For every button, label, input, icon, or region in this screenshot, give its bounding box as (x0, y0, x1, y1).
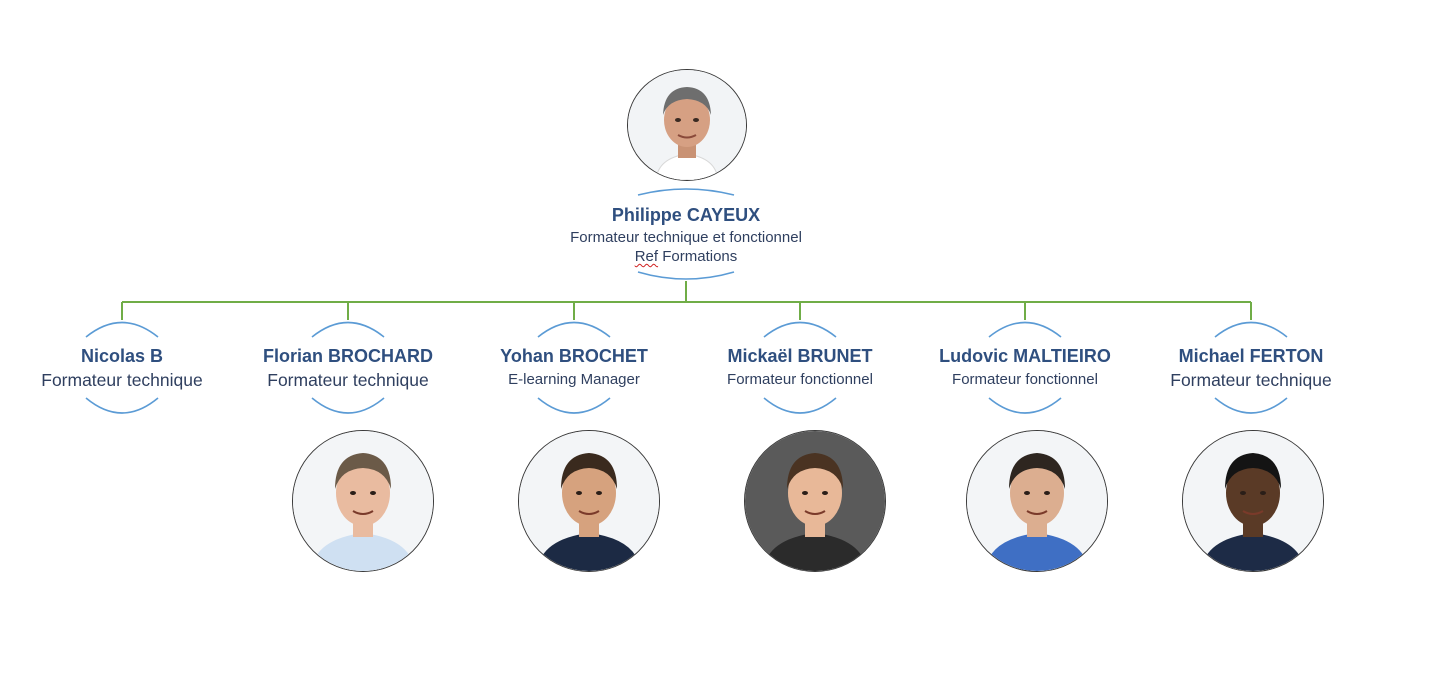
root-name: Philippe CAYEUX (611, 205, 761, 225)
organization-rest: Formations (658, 248, 738, 265)
member-label: Ludovic MALTIEIRO Formateur fonctionnel (915, 346, 1135, 388)
member-arc-top (1214, 321, 1288, 338)
member-name: Yohan BROCHET (500, 346, 648, 366)
member-label: Florian BROCHARD Formateur technique (238, 346, 458, 391)
member-arc-top (311, 321, 385, 338)
connector-lines (121, 281, 1252, 320)
member-arc-top (537, 321, 611, 338)
root-role: Formateur technique et fonctionnel (570, 229, 802, 246)
member-arc-bottom (85, 397, 159, 414)
member-arc-bottom (988, 397, 1062, 414)
member-role: Formateur technique (1170, 370, 1332, 390)
member-avatar (518, 430, 660, 572)
member-label: Yohan BROCHET E-learning Manager (464, 346, 684, 388)
member-arc-top (763, 321, 837, 338)
member-name: Michael FERTON (1178, 346, 1324, 366)
root-arc-top (637, 188, 735, 196)
member-avatar (1182, 430, 1324, 572)
member-arc-top (85, 321, 159, 338)
member-label: Mickaël BRUNET Formateur fonctionnel (690, 346, 910, 388)
member-avatar (292, 430, 434, 572)
member-arc-bottom (311, 397, 385, 414)
member-arc-bottom (1214, 397, 1288, 414)
member-label: Michael FERTON Formateur technique (1141, 346, 1361, 391)
member-name: Ludovic MALTIEIRO (939, 346, 1111, 366)
member-role: Formateur fonctionnel (952, 371, 1098, 388)
organization-word: Ref (634, 248, 659, 265)
member-role: Formateur technique (41, 370, 203, 390)
member-name: Mickaël BRUNET (727, 346, 873, 366)
member-role: Formateur fonctionnel (727, 371, 873, 388)
member-label: Nicolas B Formateur technique (12, 346, 232, 391)
member-avatar (744, 430, 886, 572)
member-role: E-learning Manager (508, 371, 640, 388)
member-arc-bottom (763, 397, 837, 414)
member-arc-top (988, 321, 1062, 338)
member-role: Formateur technique (267, 370, 429, 390)
member-avatar (966, 430, 1108, 572)
root-avatar (627, 69, 747, 181)
root-label: Philippe CAYEUX Formateur technique et f… (536, 205, 836, 265)
member-arc-bottom (537, 397, 611, 414)
root-arc-bottom (637, 271, 735, 280)
label-arcs (85, 188, 1288, 414)
root-organization: Ref Formations (536, 248, 836, 265)
member-name: Florian BROCHARD (263, 346, 433, 366)
member-name: Nicolas B (80, 346, 164, 366)
